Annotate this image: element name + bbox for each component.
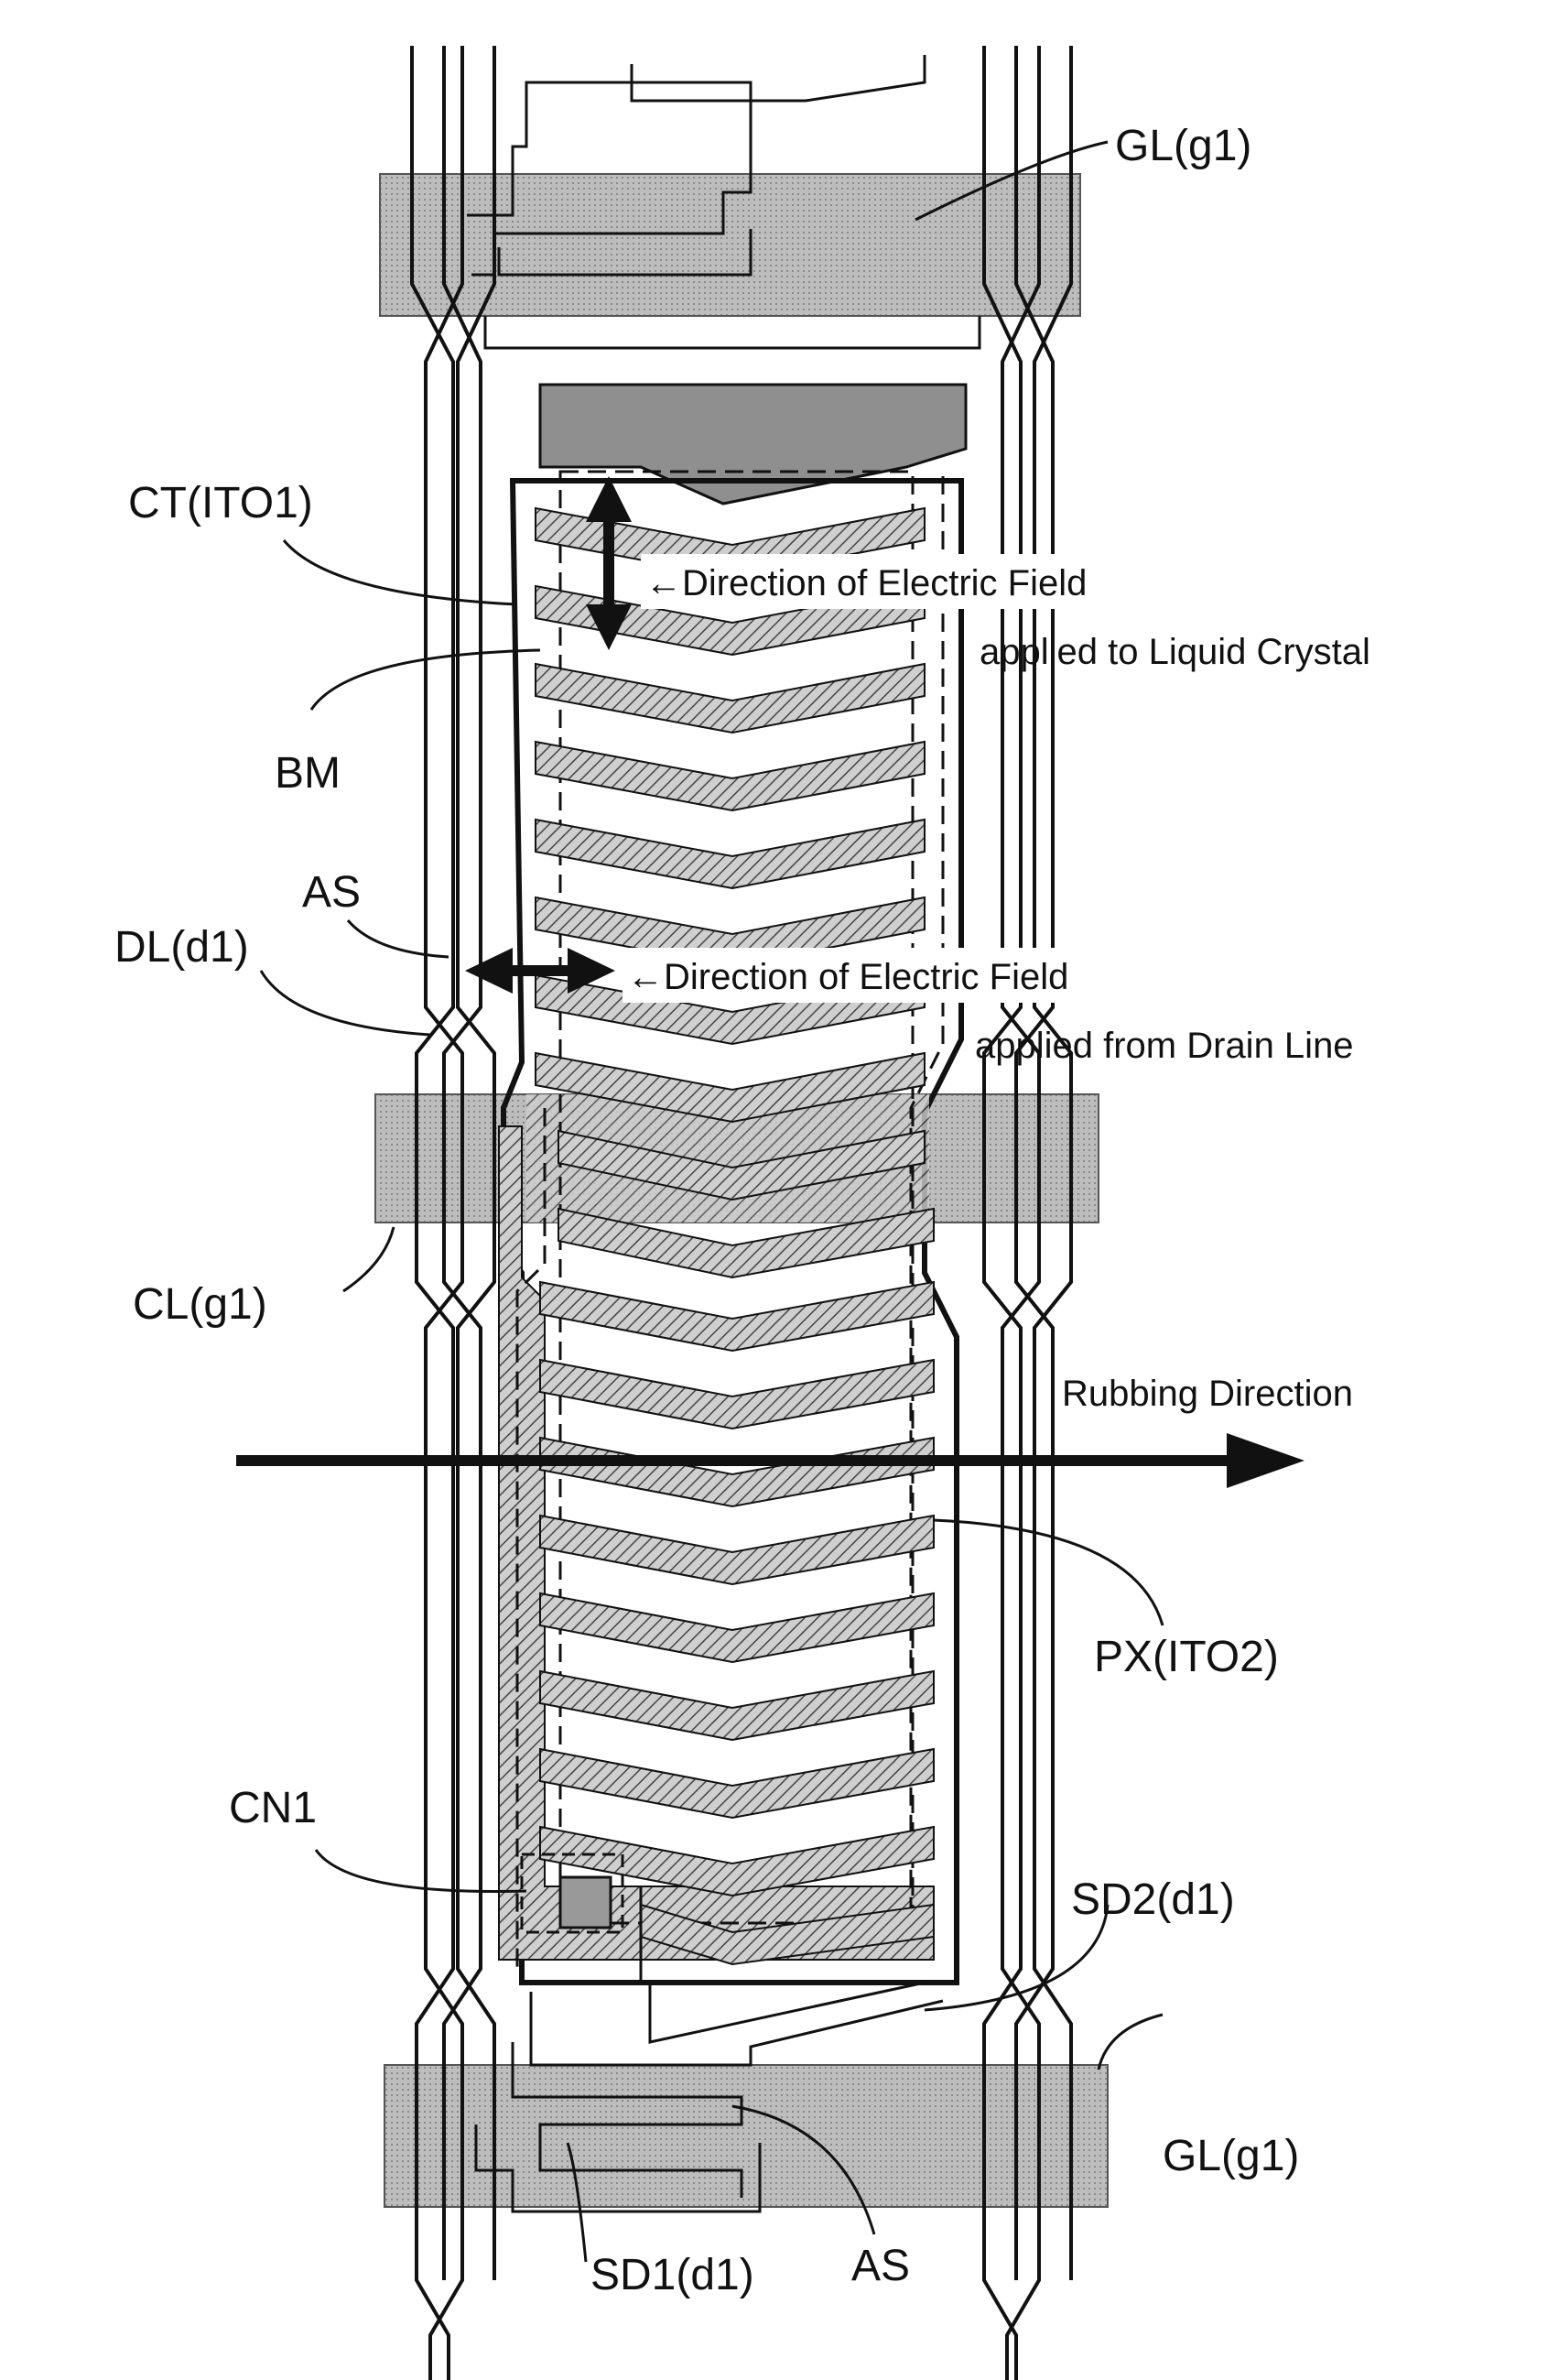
label-ct: CT(ITO1) bbox=[128, 479, 313, 527]
label-field-lc-1: ←Direction of Electric Field bbox=[645, 563, 1087, 603]
label-px: PX(ITO2) bbox=[1094, 1633, 1279, 1681]
label-rubbing: Rubbing Direction bbox=[1062, 1374, 1353, 1414]
label-field-lc-2: applied to Liquid Crystal bbox=[980, 632, 1370, 672]
chevron-electrodes bbox=[536, 508, 934, 1964]
label-dl: DL(d1) bbox=[114, 923, 249, 972]
label-bm: BM bbox=[275, 749, 341, 798]
gate-line-top bbox=[380, 174, 1080, 316]
label-sd2: SD2(d1) bbox=[1071, 1875, 1235, 1924]
label-cl: CL(g1) bbox=[133, 1280, 267, 1329]
label-gl-top: GL(g1) bbox=[1115, 122, 1251, 170]
label-as-bottom: AS bbox=[851, 2242, 910, 2290]
label-field-dl-1: ←Direction of Electric Field bbox=[627, 957, 1068, 997]
label-field-dl-2: applied from Drain Line bbox=[975, 1026, 1354, 1066]
label-cn1: CN1 bbox=[229, 1784, 317, 1832]
label-as-mid: AS bbox=[302, 868, 361, 917]
label-gl-bottom: GL(g1) bbox=[1163, 2132, 1299, 2180]
label-sd1: SD1(d1) bbox=[590, 2251, 754, 2299]
